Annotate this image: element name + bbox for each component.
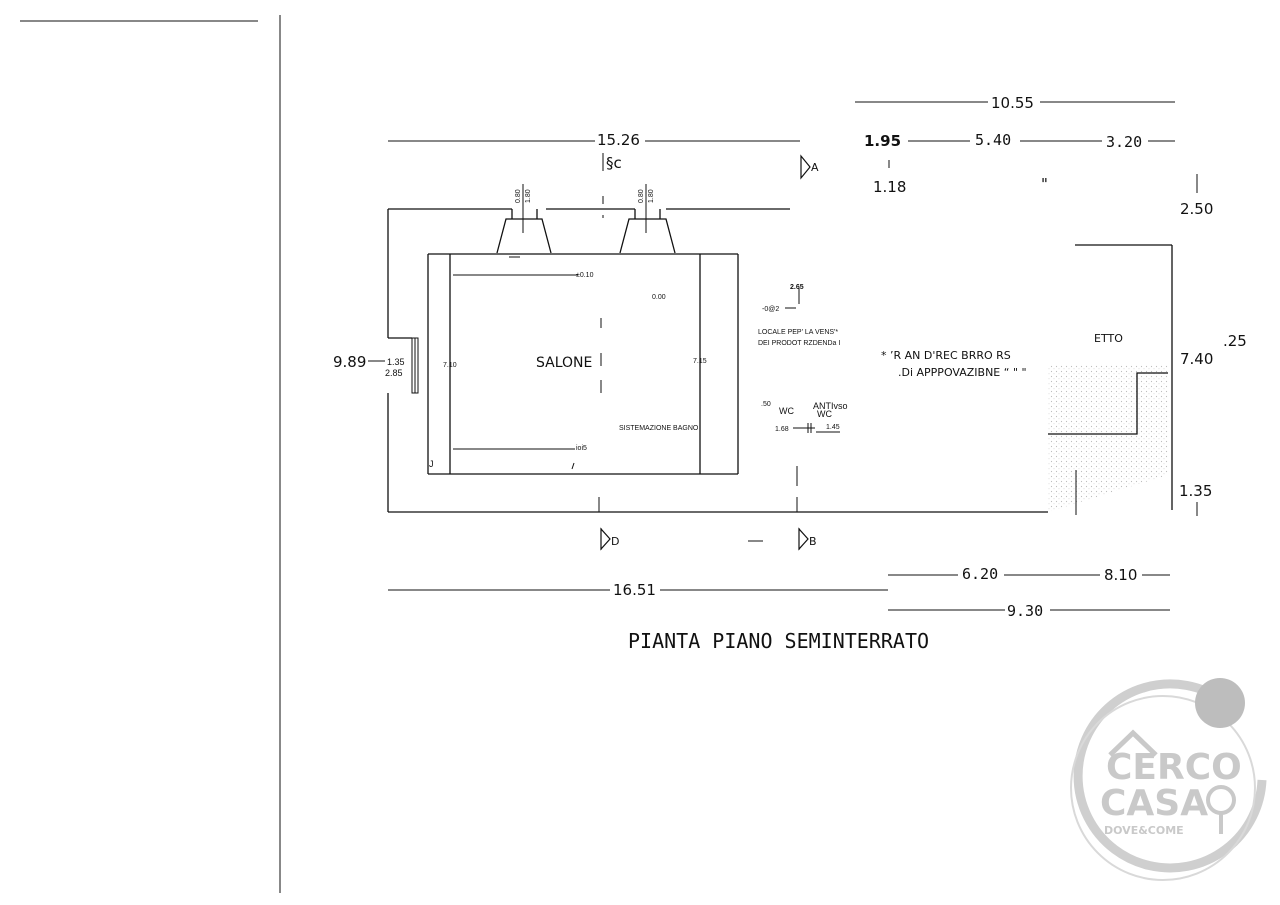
room-label-wc-1: WC <box>779 406 794 416</box>
logo-dot-icon <box>1195 678 1245 728</box>
level-002: -0@2 <box>762 306 779 313</box>
salone-room: SALONE ±0.10 0.00 7.10 7.15 SISTEMAZIONE… <box>427 196 739 475</box>
level-010: ±0.10 <box>576 272 594 279</box>
dim-quote: " <box>1041 175 1048 193</box>
dim-top-right-chain: 1.95 5.40 3.20 1.18 " <box>864 131 1175 196</box>
dim-bottom: 6.20 8.10 16.51 9.30 <box>388 565 1170 620</box>
note-locale-1: LOCALE PEP' LA VENS'* <box>758 329 838 336</box>
room-label-salone: SALONE <box>536 355 592 371</box>
dim-9-30: 9.30 <box>1007 602 1043 620</box>
svg-text:§c: §c <box>606 154 622 172</box>
dim-3-20: 3.20 <box>1106 133 1142 151</box>
dim-1-68: 1.68 <box>775 426 789 433</box>
section-marker-b: B <box>798 527 817 551</box>
dim-1-35-left: 1.35 <box>387 357 405 367</box>
dim-050: .50 <box>761 401 771 408</box>
svg-text:B: B <box>809 535 817 548</box>
dim-1-45: 1.45 <box>826 424 840 431</box>
label-sistemazione: SISTEMAZIONE BAGNO <box>619 425 699 432</box>
svg-text:1.80: 1.80 <box>525 189 532 203</box>
dim-top-left-total: 15.26 <box>388 131 800 149</box>
logo-line-dove-come: DOVE&COME <box>1104 824 1184 837</box>
dim-left: 9.89 1.35 2.85 <box>333 353 405 378</box>
left-door <box>411 337 419 394</box>
svg-text:1.80: 1.80 <box>648 189 655 203</box>
room-label-wc-2: WC <box>817 409 832 419</box>
note-ver-1: * ’R AN D'REC BRRO RS <box>881 349 1011 362</box>
dim-1-18: 1.18 <box>873 178 906 196</box>
dim-1-35-right: 1.35 <box>1179 482 1212 500</box>
dim-top-right-total: 10.55 <box>855 94 1175 112</box>
dim-6-20: 6.20 <box>962 565 998 583</box>
level-2-65: 2.65 <box>790 284 804 291</box>
window-well-2: 0.80 1.80 <box>619 184 676 254</box>
dim-7-40: 7.40 <box>1180 350 1213 368</box>
dim-16-51: 16.51 <box>613 581 656 599</box>
dim-2-85-left: 2.85 <box>385 368 403 378</box>
svg-text:0.80: 0.80 <box>515 189 522 203</box>
dim-5-40: 5.40 <box>975 131 1011 149</box>
map-pin-icon <box>1206 785 1236 815</box>
cercocasa-watermark: CERCO CASA DOVE&COME <box>1070 678 1267 881</box>
logo-line-cerco: CERCO <box>1106 747 1242 788</box>
note-locale-2: DEI PRODOT RZDENDa I <box>758 340 840 347</box>
house-roof-icon <box>1108 729 1158 757</box>
section-marker-d: D <box>600 527 619 551</box>
service-area: 2.65 -0@2 LOCALE PEP' LA VENS'* DEI PROD… <box>598 284 848 512</box>
note-ver-2: .Di APPPOVAZIBNE “ " " <box>898 366 1027 379</box>
dim-2-50: 2.50 <box>1180 200 1213 218</box>
svg-text:A: A <box>811 161 819 174</box>
mark-j: J <box>429 459 434 469</box>
dim-10-55: 10.55 <box>991 94 1034 112</box>
dim-right: 2.50 7.40 .25 1.35 <box>1179 174 1247 516</box>
window-well-1: 0.80 1.80 <box>496 184 552 258</box>
ramp-area <box>1048 365 1168 515</box>
approval-note: * ’R AN D'REC BRRO RS .Di APPPOVAZIBNE “… <box>881 332 1123 379</box>
room-label-antivso: ANTIvso <box>813 401 848 411</box>
dim-1-95: 1.95 <box>864 132 901 150</box>
svg-text:0.80: 0.80 <box>638 189 645 203</box>
dim-025: .25 <box>1223 332 1247 350</box>
svg-text:D: D <box>611 535 619 548</box>
mark-ioi5: ioi5 <box>576 445 587 452</box>
section-marker-a: A <box>800 154 819 180</box>
note-etto: ETTO <box>1094 332 1123 345</box>
drawing-title: PIANTA PIANO SEMINTERRATO <box>628 629 929 653</box>
dim-9-89: 9.89 <box>333 353 366 371</box>
logo-line-casa: CASA <box>1100 783 1208 824</box>
dim-15-26: 15.26 <box>597 131 640 149</box>
dim-7-10: 7.10 <box>443 362 457 369</box>
section-marker-c: §c <box>602 153 622 172</box>
outer-walls <box>387 208 1173 513</box>
dim-8-10: 8.10 <box>1104 566 1137 584</box>
level-000: 0.00 <box>652 294 666 301</box>
dim-7-15: 7.15 <box>693 358 707 365</box>
